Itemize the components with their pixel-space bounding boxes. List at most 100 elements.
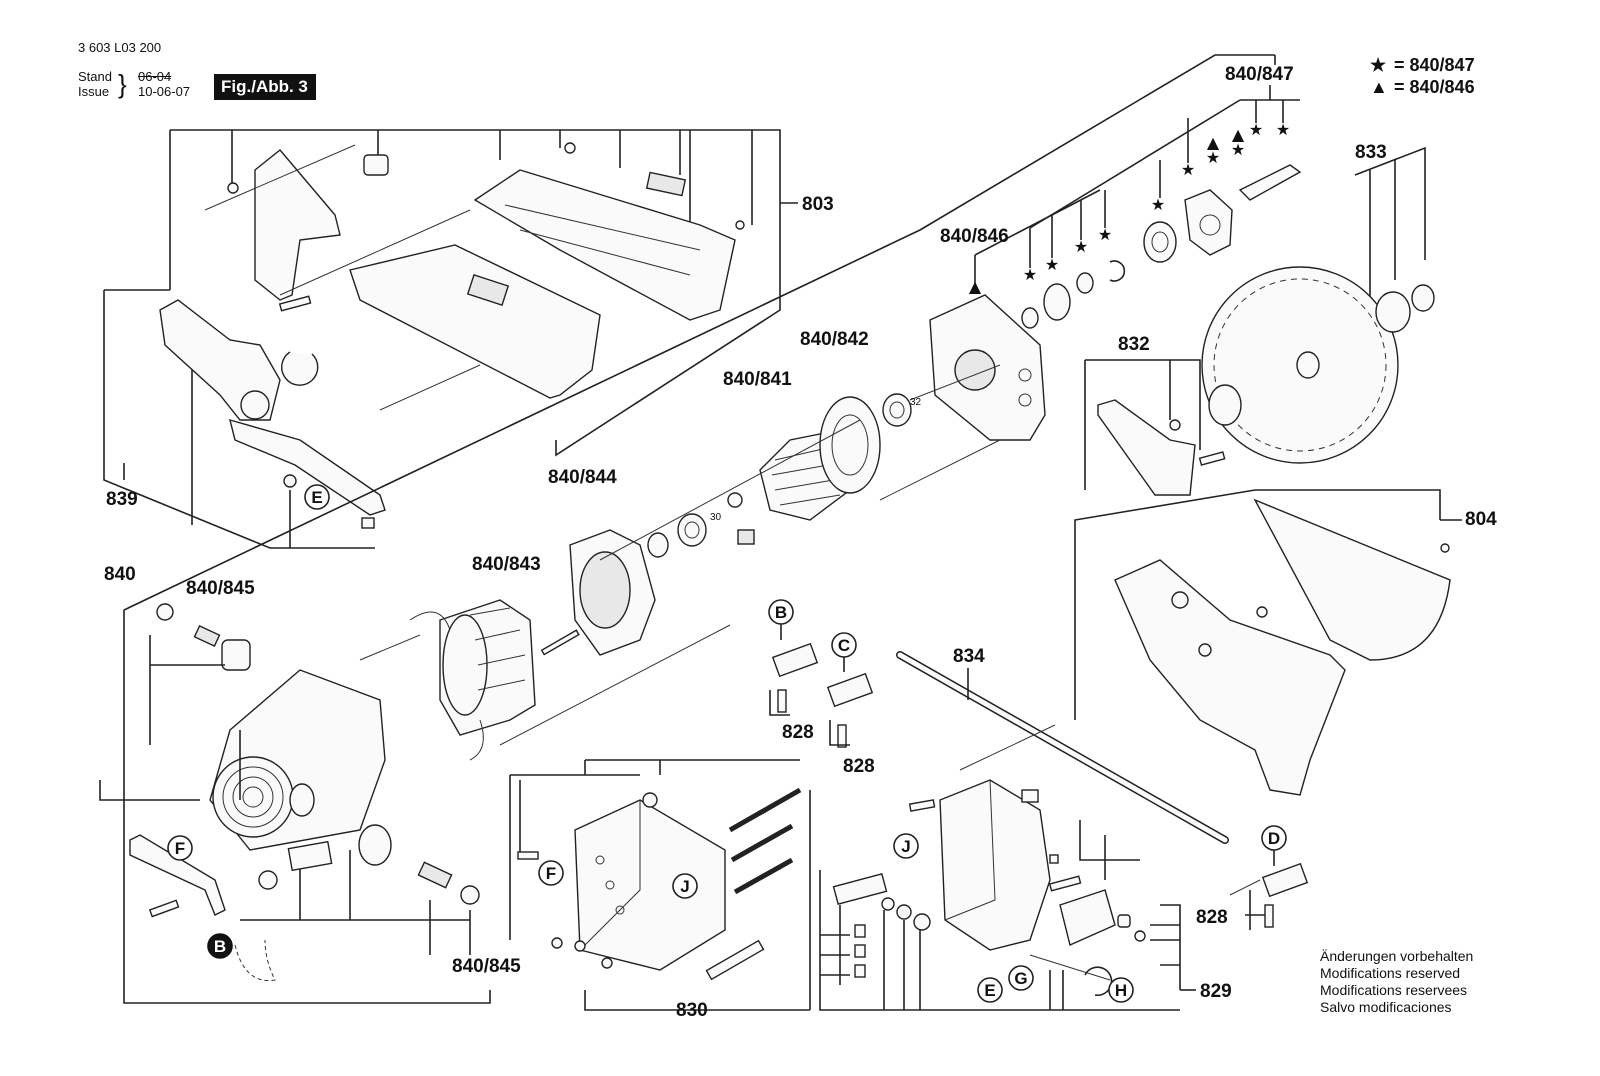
star-icon: ★ bbox=[1023, 265, 1037, 284]
label-840-847: 840/847 bbox=[1225, 64, 1294, 85]
label-840-846: 840/846 bbox=[940, 226, 1009, 247]
svg-text:D: D bbox=[1268, 829, 1280, 848]
svg-text:F: F bbox=[175, 839, 185, 858]
modification-note: Änderungen vorbehalten Modifications res… bbox=[1320, 948, 1473, 1016]
brace-glyph: } bbox=[118, 69, 127, 99]
group-839 bbox=[103, 289, 386, 549]
document-number: 3 603 L03 200 bbox=[78, 40, 162, 55]
armature-fan bbox=[819, 396, 881, 494]
brush-holder bbox=[221, 639, 251, 671]
group-833 bbox=[1201, 146, 1435, 464]
group-803 bbox=[169, 129, 798, 457]
star-icon: ★ bbox=[1249, 120, 1263, 139]
callout-b-top: B bbox=[768, 599, 794, 640]
label-832: 832 bbox=[1118, 334, 1150, 355]
callout-f-left: F bbox=[167, 835, 193, 861]
callout-h: H bbox=[1108, 977, 1134, 1003]
group-828 bbox=[769, 642, 1309, 930]
circlip bbox=[281, 351, 319, 386]
figure-label: Fig./Abb. 3 bbox=[214, 74, 316, 100]
issue-label: Issue bbox=[78, 84, 110, 99]
stand-value: 06-04 bbox=[138, 69, 172, 84]
svg-text:J: J bbox=[680, 877, 689, 896]
guard-body bbox=[473, 169, 736, 321]
label-828-b: 828 bbox=[843, 756, 875, 777]
group-804 bbox=[1074, 489, 1462, 796]
label-840-842: 840/842 bbox=[800, 329, 869, 350]
part-834 bbox=[896, 651, 1229, 844]
svg-text:C: C bbox=[838, 636, 850, 655]
blade-nut bbox=[1411, 284, 1435, 312]
label-828-a: 828 bbox=[782, 722, 814, 743]
legend-item-text: = 840/847 bbox=[1394, 55, 1475, 75]
star-icon: ★ bbox=[1181, 160, 1195, 179]
alignment-lines bbox=[204, 144, 1261, 896]
group-830 bbox=[509, 759, 811, 1011]
callout-j-mid: J bbox=[672, 873, 698, 899]
label-829: 829 bbox=[1200, 981, 1232, 1002]
spindle bbox=[1238, 164, 1302, 201]
triangle-icon: ▲ bbox=[969, 277, 982, 296]
bracket-arm bbox=[229, 418, 386, 516]
star-icon: ★ bbox=[1276, 120, 1290, 139]
gear bbox=[1043, 283, 1071, 321]
bracket-plate bbox=[159, 299, 281, 421]
label-828-c: 828 bbox=[1196, 907, 1228, 928]
dimension-30: 30 bbox=[710, 512, 722, 523]
label-840-843: 840/843 bbox=[472, 554, 541, 575]
svg-text:J: J bbox=[901, 837, 910, 856]
switch-plate bbox=[1059, 889, 1116, 946]
legend-item-text: = 840/846 bbox=[1394, 77, 1475, 97]
label-840: 840 bbox=[104, 564, 136, 585]
star-icon: ★ bbox=[1231, 140, 1245, 159]
label-840-845-top: 840/845 bbox=[186, 578, 255, 599]
issue-value: 10-06-07 bbox=[138, 84, 191, 99]
label-833: 833 bbox=[1355, 142, 1387, 163]
note-line-fr: Modifications reservees bbox=[1320, 982, 1468, 998]
label-840-844: 840/844 bbox=[548, 467, 617, 488]
revision-values: 06-04 10-06-07 bbox=[138, 69, 190, 99]
group-840: ★ ★ ★ ★ ★ ★ ★ ★ ★ ★ ▲ ▲ ▲ bbox=[99, 54, 1302, 1004]
label-839: 839 bbox=[106, 489, 138, 510]
star-icon: ★ bbox=[1098, 225, 1112, 244]
label-830: 830 bbox=[676, 1000, 708, 1021]
flange-housing bbox=[1184, 189, 1233, 256]
label-834: 834 bbox=[953, 646, 985, 667]
callout-j-right: J bbox=[893, 833, 919, 859]
callout-d: D bbox=[1261, 825, 1287, 866]
callout-e-left: E bbox=[304, 484, 330, 510]
svg-text:E: E bbox=[311, 488, 322, 507]
note-line-es: Salvo modificaciones bbox=[1320, 999, 1452, 1015]
revision-labels: Stand Issue bbox=[78, 69, 228, 99]
chute-cap bbox=[363, 154, 389, 176]
svg-text:F: F bbox=[546, 864, 556, 883]
triangle-icon: ▲ bbox=[1370, 77, 1388, 97]
star-icon: ★ bbox=[1206, 148, 1220, 167]
guard-side-plate bbox=[254, 149, 341, 301]
svg-text:B: B bbox=[775, 603, 787, 622]
guard-cover bbox=[349, 244, 601, 399]
callout-f-mid: F bbox=[538, 860, 564, 886]
switch-bracket bbox=[939, 779, 1051, 951]
dimension-32: 32 bbox=[910, 397, 922, 408]
triangle-icon: ▲ bbox=[1207, 133, 1220, 152]
star-icon: ★ bbox=[1370, 55, 1387, 75]
legend-item-star: ★ = 840/847 bbox=[1370, 54, 1475, 76]
svg-text:G: G bbox=[1014, 969, 1027, 988]
stand-label: Stand bbox=[78, 69, 112, 84]
riving-knife-holder bbox=[1097, 399, 1196, 496]
callout-b-filled: B bbox=[207, 933, 233, 959]
label-804: 804 bbox=[1465, 509, 1497, 530]
mounting-bracket bbox=[574, 799, 726, 971]
svg-text:B: B bbox=[214, 937, 226, 956]
fan-grille bbox=[212, 756, 294, 838]
svg-text:H: H bbox=[1115, 981, 1127, 1000]
star-icon: ★ bbox=[1045, 255, 1059, 274]
star-icon: ★ bbox=[1151, 195, 1165, 214]
group-829 bbox=[819, 779, 1196, 1011]
label-840-841: 840/841 bbox=[723, 369, 792, 390]
svg-text:E: E bbox=[984, 981, 995, 1000]
callout-e-bottom: E bbox=[977, 977, 1003, 1003]
callout-c: C bbox=[831, 632, 857, 672]
